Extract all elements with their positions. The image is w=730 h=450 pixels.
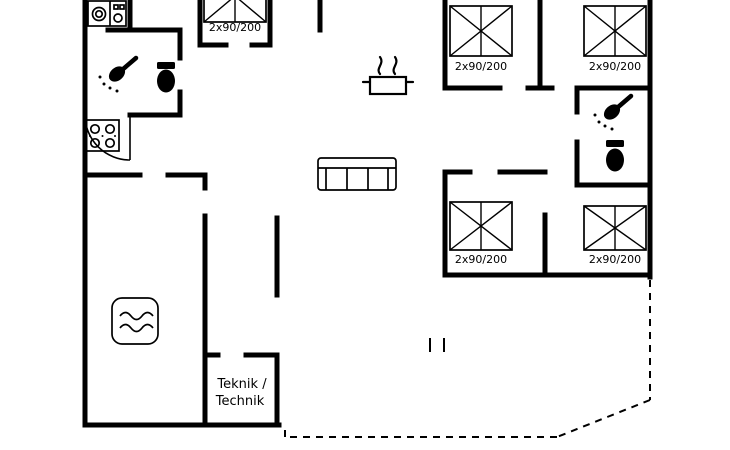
bed-size-label: 2x90/200 (455, 60, 507, 73)
technik-room-label: Technik (215, 394, 265, 409)
shower-icon (98, 55, 139, 93)
shower-icon-right (593, 93, 634, 131)
walls (82, 0, 653, 428)
bed-size-label: 2x90/200 (589, 60, 641, 73)
double-bed-icon (449, 201, 513, 251)
washer-icon (87, 0, 127, 27)
door-jamb-ticks (429, 338, 445, 352)
cooking-pot-icon (361, 55, 415, 96)
hob-icon (85, 119, 120, 152)
double-bed-icon (583, 5, 647, 57)
double-bed-icon (583, 205, 647, 251)
bed-size-label: 2x90/200 (209, 21, 261, 34)
bed-size-label: 2x90/200 (589, 253, 641, 266)
technik-room-label: Teknik / (216, 377, 267, 392)
door-swing-arc (84, 114, 131, 161)
whirlpool-icon (111, 297, 159, 345)
double-bed-icon (449, 5, 513, 57)
toilet-icon (157, 62, 175, 93)
terrace-outline (284, 280, 651, 438)
sofa-icon (317, 157, 397, 191)
bed-size-label: 2x90/200 (455, 253, 507, 266)
toilet-icon-right (606, 140, 624, 172)
double-bed-icon (203, 0, 267, 23)
